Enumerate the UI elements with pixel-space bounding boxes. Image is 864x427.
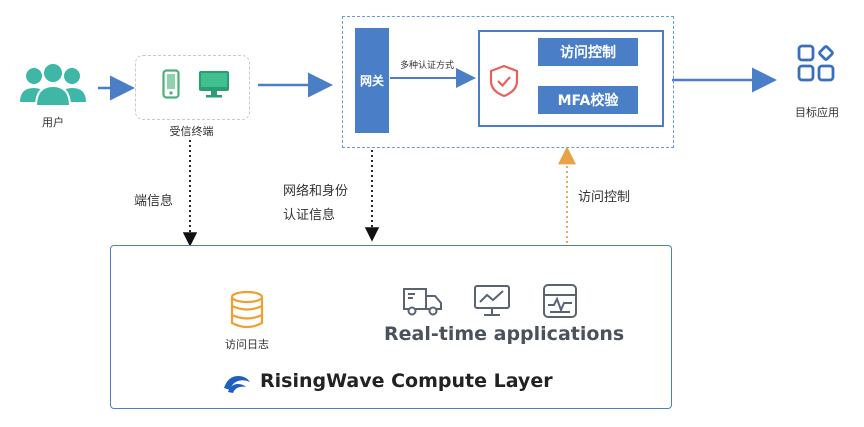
monitor-chart-icon (473, 284, 511, 322)
apps-icon (797, 44, 837, 84)
phone-icon (162, 69, 180, 103)
gateway-bar: 网关 (355, 28, 389, 133)
log-label: 访问日志 (225, 338, 269, 351)
network-identity-label: 网络和身份 认证信息 (283, 184, 349, 223)
compute-layer (110, 245, 672, 409)
gateway-zone (342, 16, 674, 148)
auth-box: 访问控制 MFA校验 (478, 30, 664, 127)
compute-title: RisingWave Compute Layer (260, 370, 553, 392)
realtime-label: Real-time applications (384, 323, 625, 345)
wave-logo-icon (222, 372, 252, 398)
user-node: 用户 (18, 60, 88, 130)
access-control-label: 访问控制 (560, 45, 616, 61)
target-label: 目标应用 (795, 106, 839, 119)
mfa-label: MFA校验 (557, 93, 619, 109)
mfa-button[interactable]: MFA校验 (538, 86, 638, 114)
terminal-group (135, 55, 250, 120)
terminal-label: 受信终端 (169, 125, 214, 138)
users-icon (18, 60, 88, 110)
target-node: 目标应用 (785, 44, 855, 120)
user-label: 用户 (42, 116, 64, 129)
gateway-label: 网关 (359, 74, 384, 88)
truck-icon (402, 285, 444, 321)
device-info-label: 端信息 (134, 194, 174, 209)
dashboard-icon (542, 283, 578, 323)
auth-methods-label: 多种认证方式 (400, 61, 455, 71)
access-control-back-label: 访问控制 (578, 190, 631, 205)
shield-check-icon (488, 64, 520, 102)
database-icon (229, 290, 265, 334)
access-control-button[interactable]: 访问控制 (538, 38, 638, 66)
monitor-icon (198, 70, 230, 102)
